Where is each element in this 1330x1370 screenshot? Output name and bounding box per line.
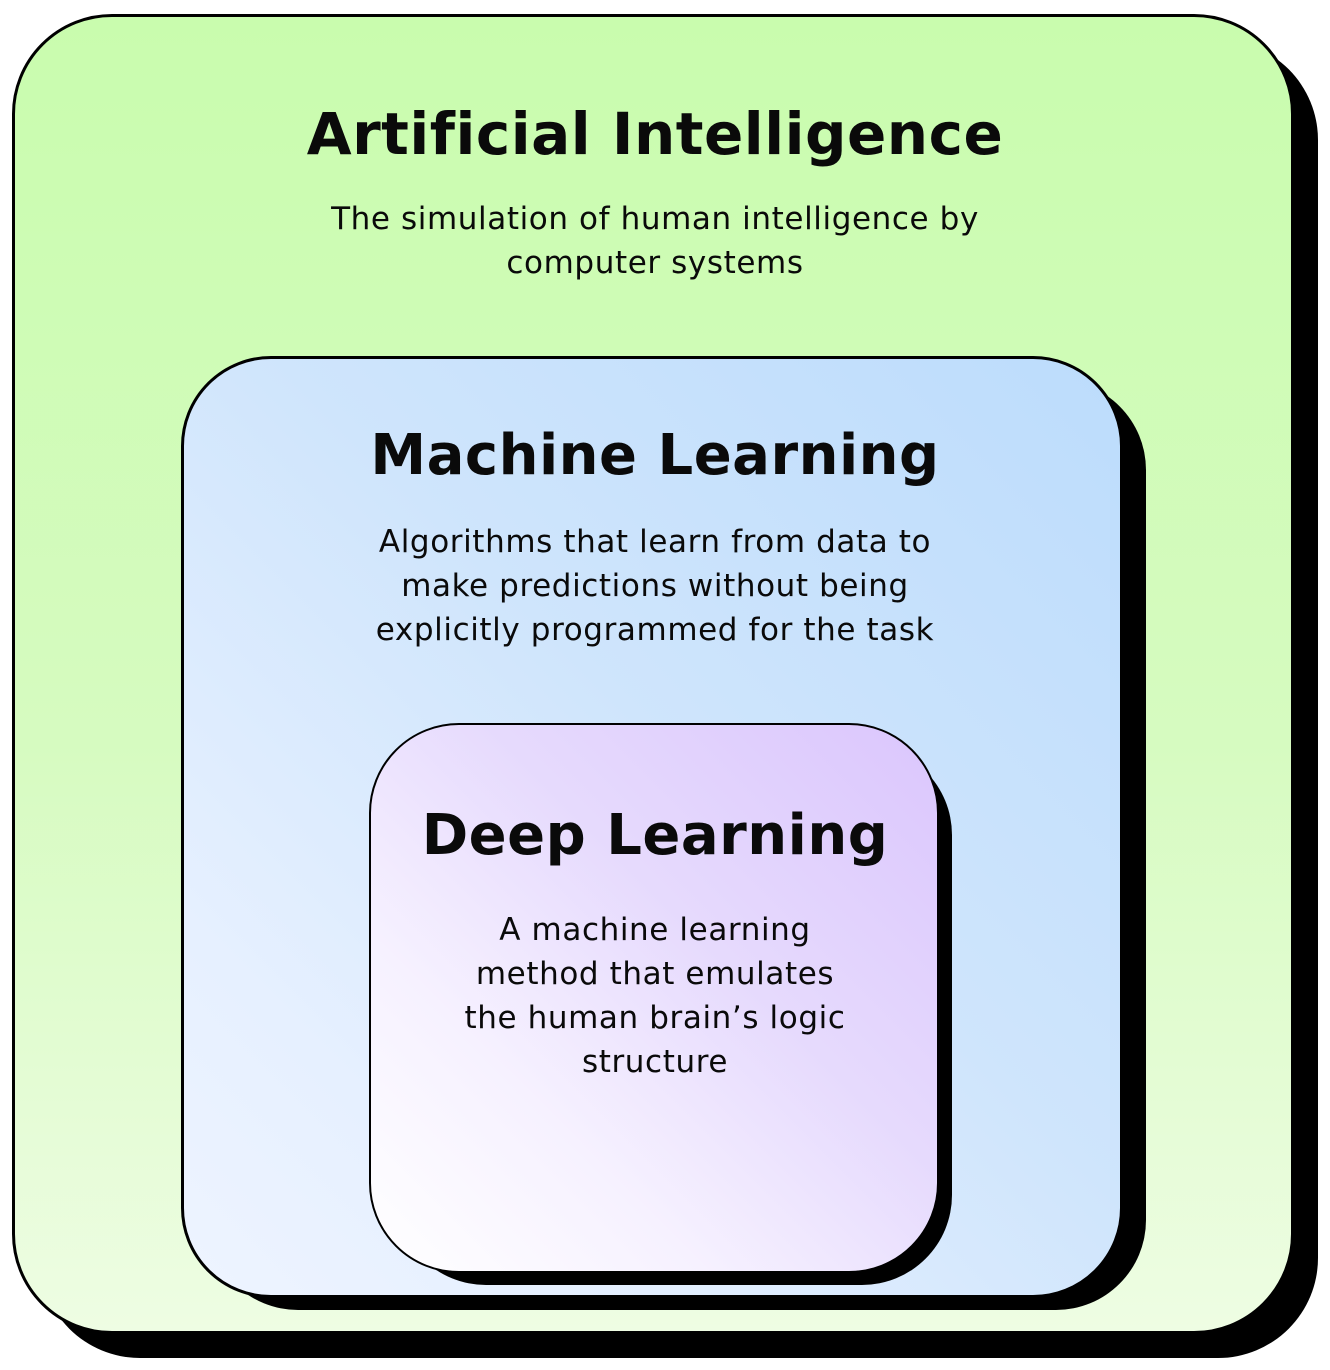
- dl-title: Deep Learning: [421, 803, 889, 868]
- deep-learning-box: [369, 723, 939, 1273]
- ml-title: Machine Learning: [370, 423, 940, 488]
- ai-title: Artificial Intelligence: [306, 100, 1004, 168]
- ml-description-line: make predictions without being: [401, 568, 909, 604]
- ml-description: Algorithms that learn from data to make …: [0, 520, 1310, 652]
- dl-description-line: the human brain’s logic: [464, 1000, 846, 1036]
- ml-description-line: Algorithms that learn from data to: [378, 524, 932, 560]
- ml-description-line: explicitly programmed for the task: [375, 612, 935, 648]
- dl-description-line: structure: [581, 1044, 729, 1080]
- dl-description: A machine learning method that emulates …: [0, 908, 1310, 1084]
- ai-description-line: The simulation of human intelligence by: [331, 201, 979, 237]
- ai-description-line: computer systems: [506, 245, 804, 281]
- dl-description-line: method that emulates: [475, 956, 835, 992]
- ai-description: The simulation of human intelligence by …: [0, 197, 1310, 285]
- dl-description-line: A machine learning: [499, 912, 811, 948]
